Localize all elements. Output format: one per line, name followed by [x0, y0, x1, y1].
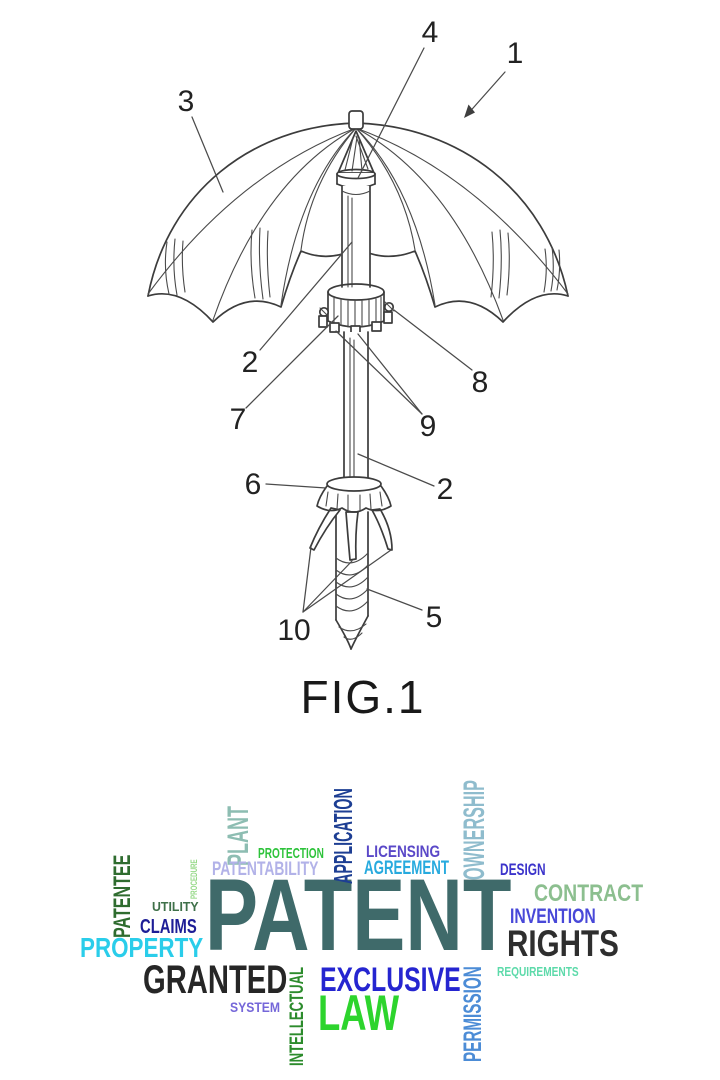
center-pole	[318, 110, 395, 483]
canopy-ribs	[147, 127, 569, 321]
ref-label-6: 6	[245, 468, 262, 501]
umbrella-canopy	[147, 122, 569, 323]
patent-figure: 4 1 3 2 8 7 9 6 2 10 5 FIG.1	[147, 16, 569, 723]
word-permission: PERMISSION	[459, 966, 487, 1062]
word-exclusive: EXCLUSIVE	[320, 961, 461, 999]
word-licensing: LICENSING	[366, 842, 441, 861]
word-contract: CONTRACT	[534, 880, 644, 907]
word-design: DESIGN	[500, 860, 546, 879]
ref-label-2-lower: 2	[437, 473, 454, 506]
word-agreement: AGREEMENT	[364, 858, 449, 879]
leader-6	[265, 483, 327, 489]
word-protection: PROTECTION	[258, 845, 324, 862]
leader-9b	[357, 333, 423, 415]
ref-label-1: 1	[507, 37, 524, 70]
figure-labels: 4 1 3 2 8 7 9 6 2 10 5	[178, 16, 524, 647]
word-invention: INVENTION	[510, 905, 596, 928]
ref-label-9: 9	[420, 410, 437, 443]
anchor-fins	[309, 507, 393, 561]
ref-label-2-upper: 2	[242, 346, 259, 379]
leader-1-arrow	[465, 71, 506, 117]
figure-caption: FIG.1	[300, 671, 425, 723]
ref-label-7: 7	[230, 403, 247, 436]
word-patent: PATENT	[205, 858, 512, 972]
screw-auger	[335, 511, 369, 650]
leader-8	[393, 309, 473, 371]
word-property: PROPERTY	[80, 932, 204, 963]
leader-2-upper	[259, 241, 353, 351]
leader-10a	[302, 546, 312, 613]
leader-10b	[302, 560, 353, 613]
collar-latch-tabs	[318, 311, 393, 336]
word-application: APPLICATION	[328, 788, 358, 884]
ground-anchor	[309, 476, 393, 650]
word-patentability: PATENTABILITY	[212, 859, 319, 880]
wing-screw	[318, 301, 395, 318]
leader-5	[366, 588, 423, 611]
lower-pole-tube	[343, 331, 369, 483]
leader-lines	[191, 47, 506, 613]
word-patentee: PATENTEE	[109, 854, 136, 938]
canopy-fabric-shading	[164, 227, 561, 300]
collar-knurl-ridges	[333, 296, 382, 329]
leader-3	[191, 116, 224, 193]
leader-10c	[302, 549, 392, 613]
leader-4	[357, 47, 425, 179]
word-granted: GRANTED	[143, 958, 288, 1002]
ref-label-10: 10	[277, 614, 310, 647]
ref-label-8: 8	[472, 366, 489, 399]
word-plant: PLANT	[222, 806, 255, 866]
leader-7	[245, 315, 339, 409]
word-utility: UTILITY	[152, 899, 199, 914]
leader-2-lower	[357, 453, 435, 487]
upper-pole-tube	[341, 185, 371, 288]
ref-label-3: 3	[178, 85, 195, 118]
word-ownership: OWNERSHIP	[458, 780, 491, 880]
word-law: LAW	[318, 985, 400, 1041]
word-system: SYSTEM	[230, 999, 281, 1015]
word-rights: RIGHTS	[507, 923, 619, 964]
ref-label-5: 5	[426, 601, 443, 634]
word-claims: CLAIMS	[140, 916, 197, 938]
pole-finial	[348, 110, 364, 130]
word-procedure: PROCEDURE	[189, 859, 199, 899]
word-requirements: REQUIREMENTS	[497, 964, 579, 979]
word-intellectual: INTELLECTUAL	[287, 966, 308, 1066]
anchor-flute-collar	[316, 476, 392, 513]
arrowhead-1	[464, 104, 475, 118]
ref-label-4: 4	[422, 16, 439, 49]
leader-9a	[335, 330, 423, 415]
